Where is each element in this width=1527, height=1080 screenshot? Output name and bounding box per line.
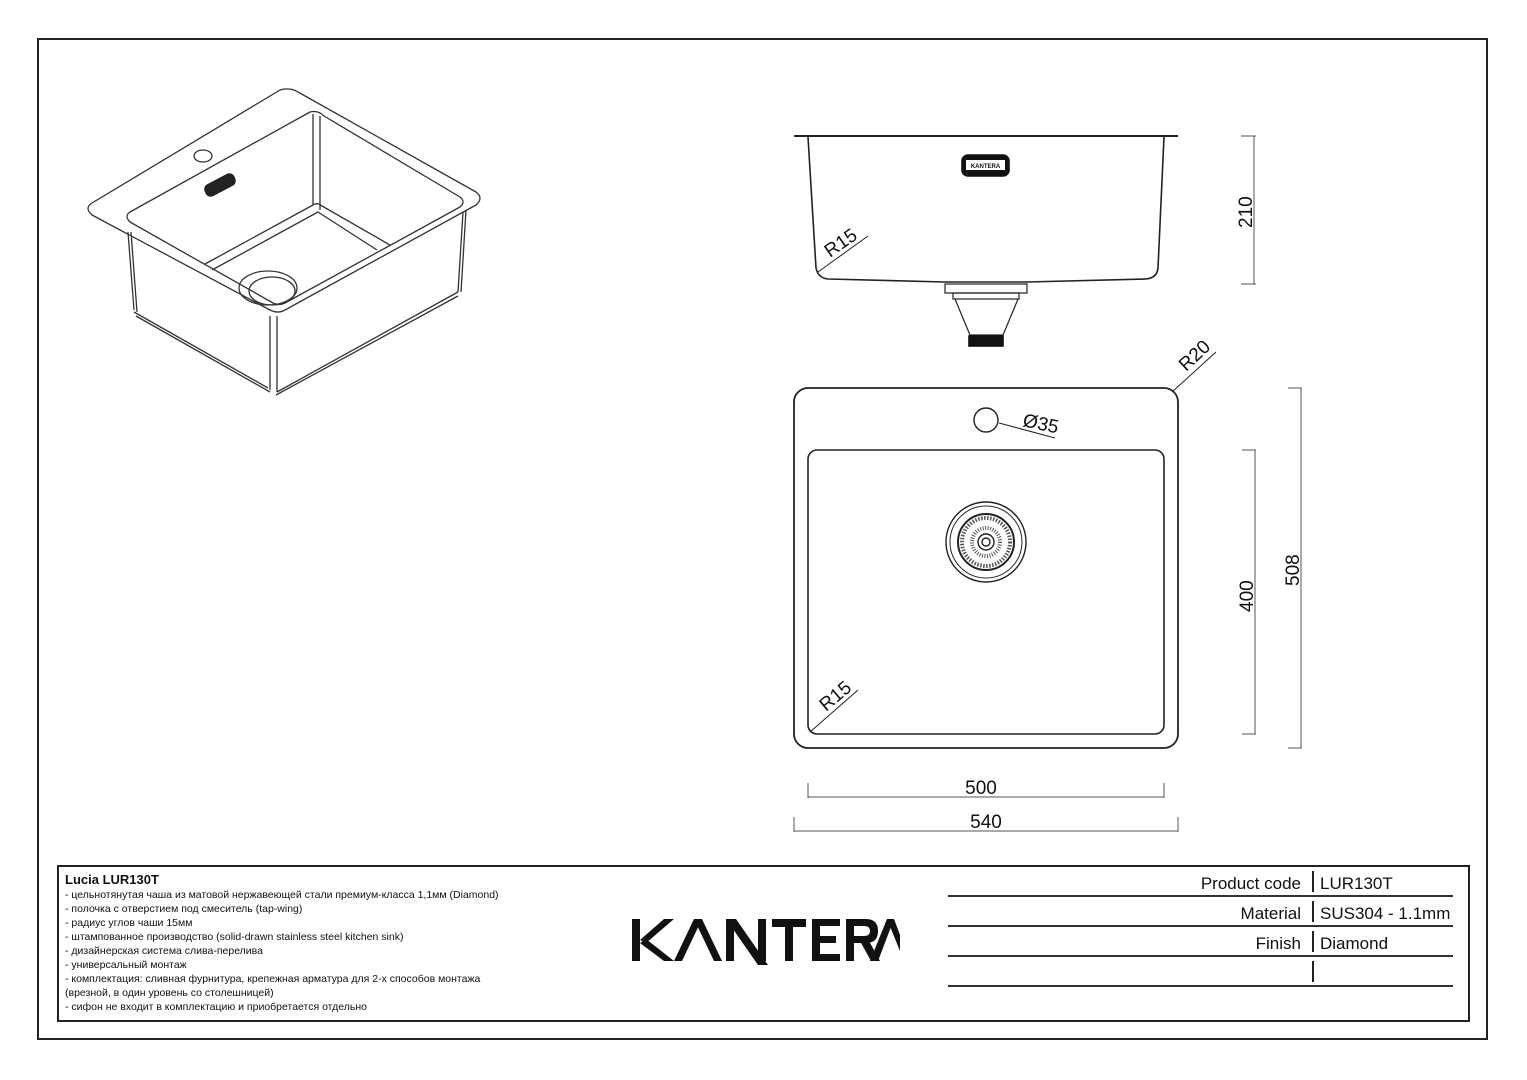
isometric-sink-view — [87, 88, 481, 396]
inner-radius-label: R15 — [816, 677, 856, 715]
bowl-depth-400-label: 400 — [1237, 580, 1258, 612]
height-210-label: 210 — [1236, 196, 1257, 228]
description-line: - дизайнерская система слива-перелива — [65, 945, 263, 957]
spec-table: Product code LUR130T Material SUS304 - 1… — [948, 867, 1453, 987]
spec-value: SUS304 - 1.1mm — [1320, 904, 1451, 923]
description-line: - универсальный монтаж — [65, 959, 187, 971]
description-line: - комплектация: сливная фурнитура, крепе… — [65, 973, 481, 985]
overflow-badge-text: KANTERA — [971, 164, 1001, 170]
spec-label: Finish — [1255, 934, 1301, 953]
spec-row-product-code: Product code LUR130T — [948, 867, 1453, 897]
spec-label: Product code — [1200, 874, 1301, 893]
description-line: - полочка с отверстием под смеситель (ta… — [65, 903, 303, 915]
overall-depth-508-label: 508 — [1283, 554, 1304, 586]
svg-text:KANTERA: KANTERA — [630, 915, 635, 916]
top-view — [793, 351, 1302, 832]
description-line: - цельнотянутая чаша из матовой нержавею… — [65, 889, 499, 901]
spec-divider — [1312, 961, 1314, 982]
description-line: (врезной, в один уровень со столешницей) — [65, 987, 274, 999]
tap-hole-diameter-label: Ø35 — [1021, 410, 1061, 438]
description-line: - радиус углов чаши 15мм — [65, 917, 193, 929]
kantera-logo: KANTERA — [630, 915, 900, 965]
spec-row-material: Material SUS304 - 1.1mm — [948, 897, 1453, 927]
spec-row-finish: Finish Diamond — [948, 927, 1453, 957]
drain-strainer-icon — [945, 501, 1027, 583]
description-line: - сифон не входит в комплектацию и приоб… — [65, 1001, 367, 1013]
side-view — [794, 135, 1256, 347]
spec-value: Diamond — [1320, 934, 1389, 953]
description-line: - штампованное производство (solid-drawn… — [65, 931, 404, 943]
spec-row-empty — [948, 957, 1453, 987]
side-radius-label: R15 — [821, 225, 862, 262]
technical-drawing: KANTERA R15 210 — [87, 88, 1304, 833]
spec-value: LUR130T — [1320, 874, 1393, 893]
product-title: Lucia LUR130T — [65, 872, 159, 887]
product-description: Lucia LUR130T - цельнотянутая чаша из ма… — [65, 872, 625, 1014]
bowl-width-500-label: 500 — [965, 778, 997, 799]
drawing-frame — [37, 38, 1488, 1040]
spec-label: Material — [1240, 904, 1301, 923]
overall-width-540-label: 540 — [970, 812, 1002, 833]
corner-radius-label: R20 — [1175, 337, 1215, 376]
spec-divider — [1312, 931, 1314, 952]
spec-divider — [1312, 901, 1314, 922]
title-block: Lucia LUR130T - цельнотянутая чаша из ма… — [57, 865, 1470, 1022]
spec-divider — [1312, 871, 1314, 892]
